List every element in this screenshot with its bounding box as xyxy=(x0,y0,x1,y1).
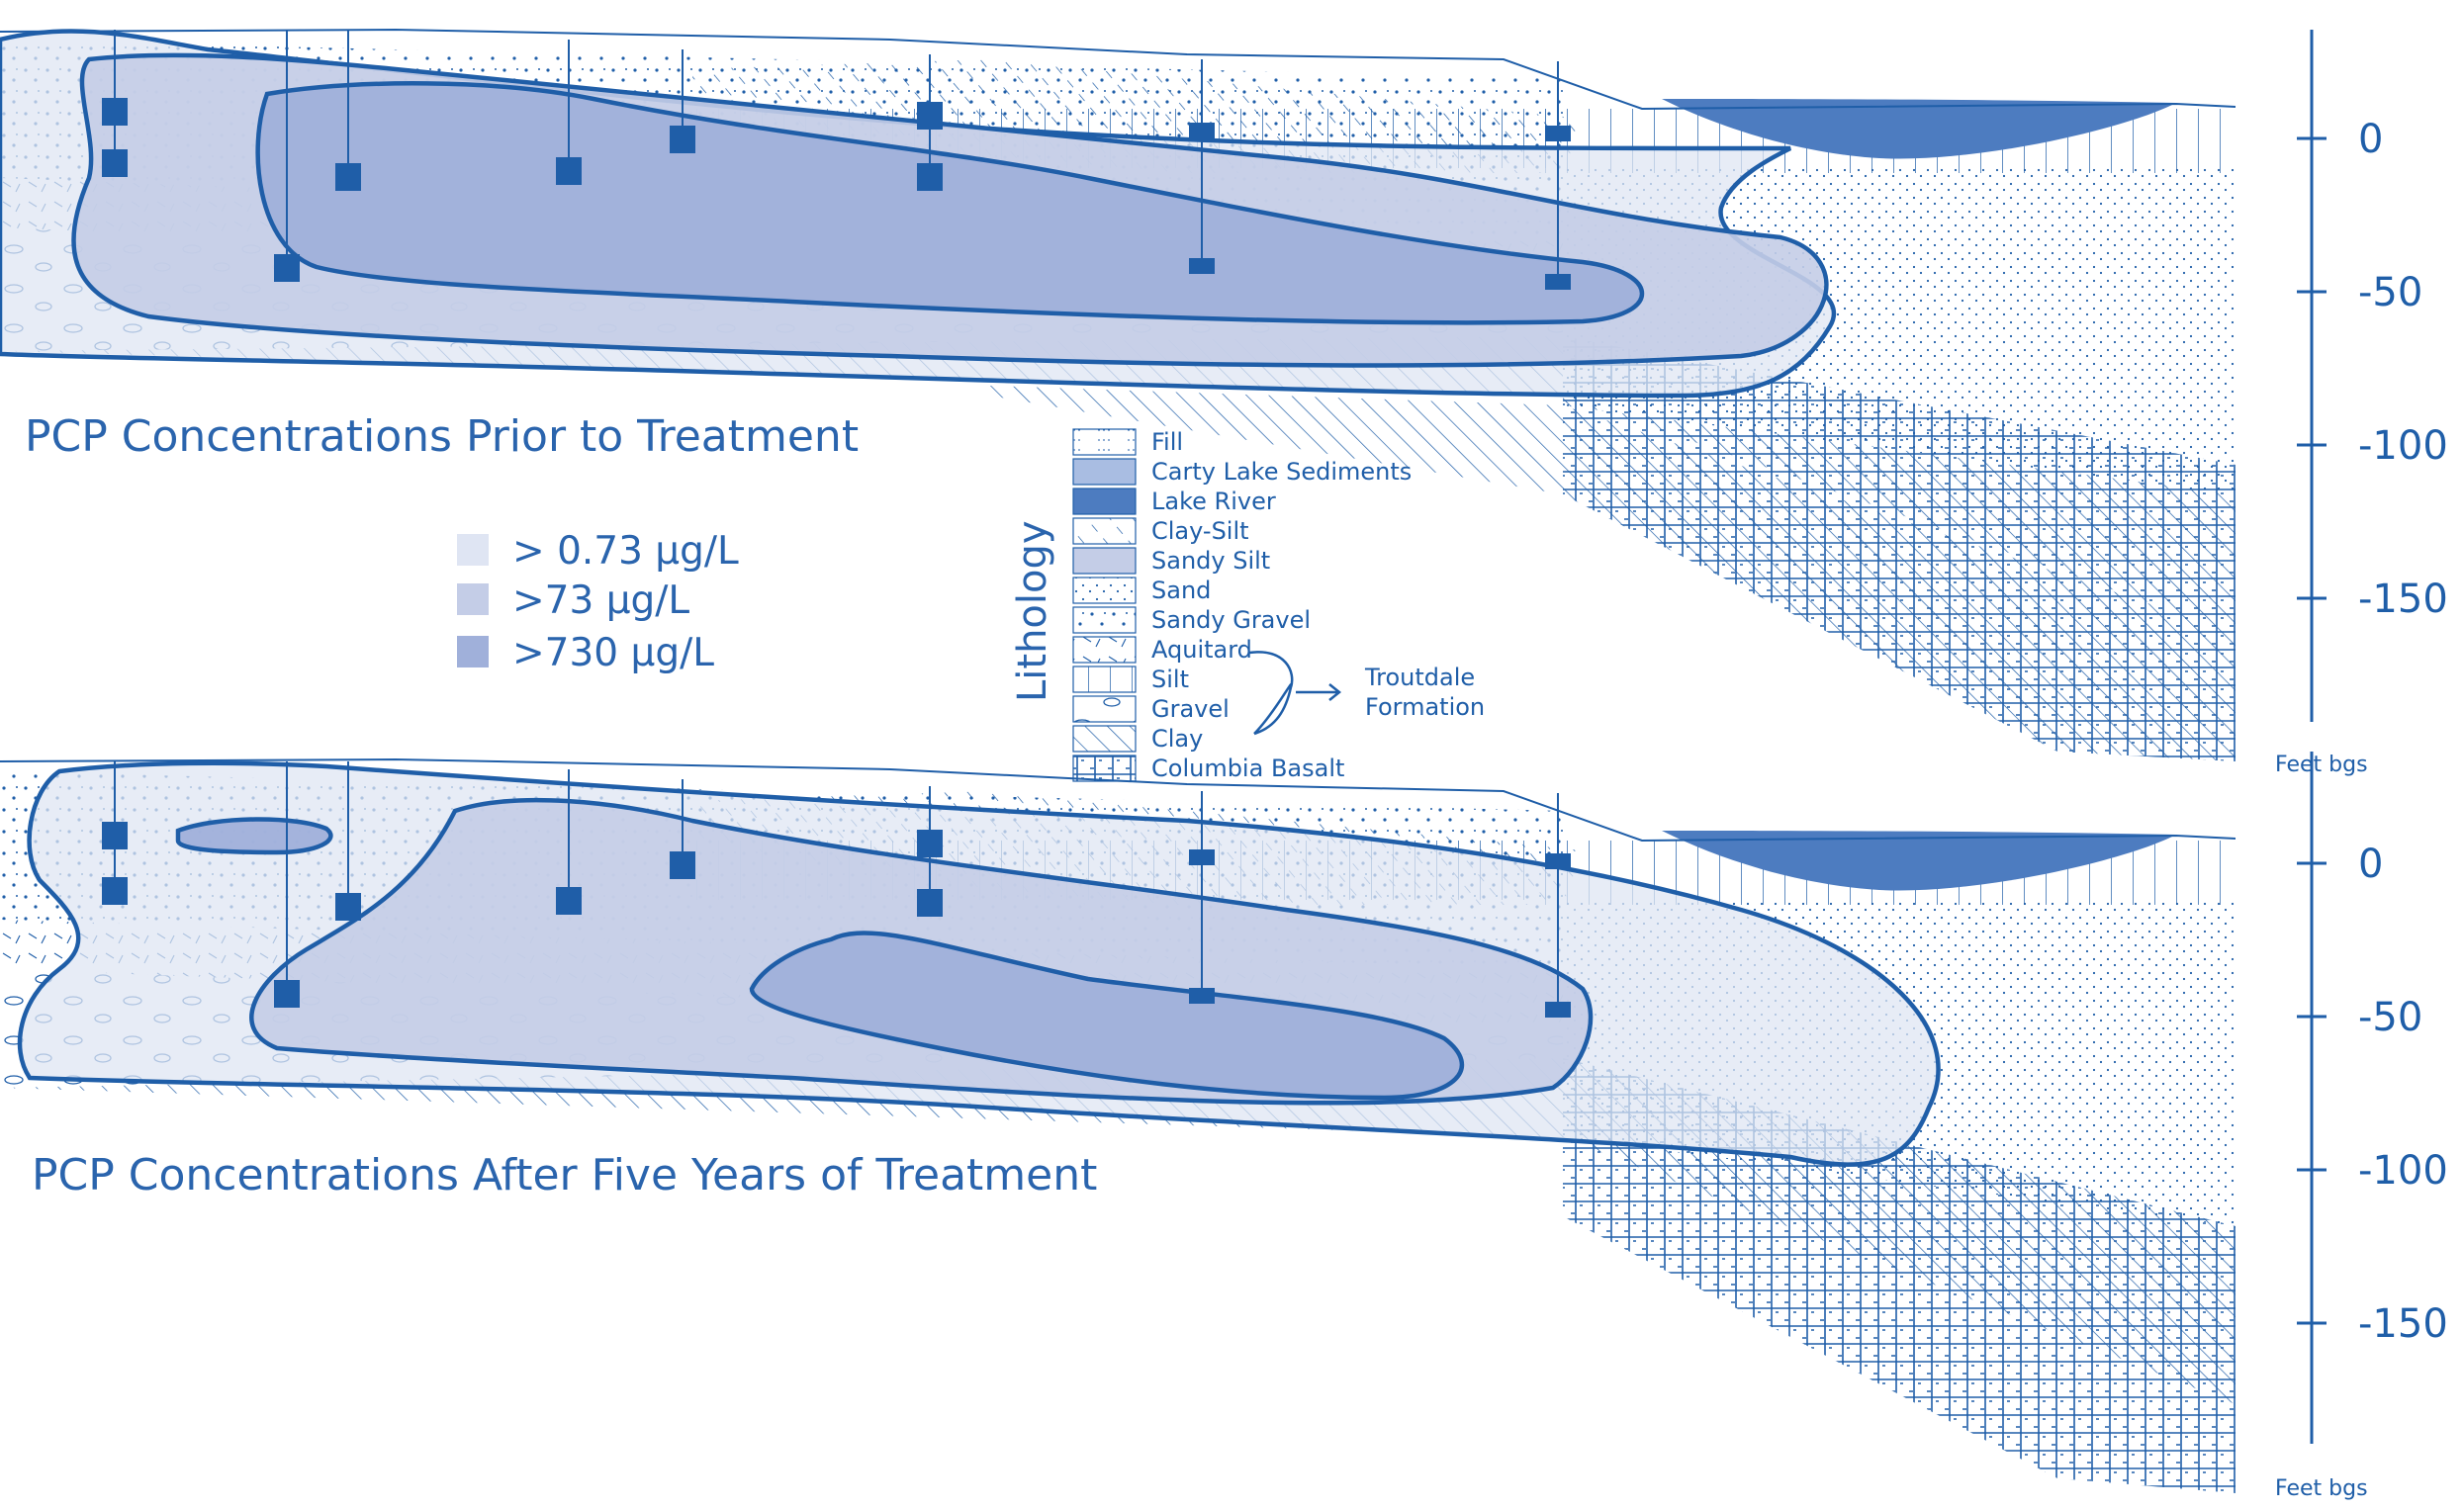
legend-swatch-0.73 xyxy=(457,534,489,566)
troutdale-label-line1: Troutdale xyxy=(1364,664,1475,691)
swatch-gravel xyxy=(1072,695,1137,723)
section-prior-to-treatment xyxy=(0,28,2236,761)
ground-surface xyxy=(0,28,2236,111)
axis-bottom-tick-100: -100 xyxy=(2358,1148,2448,1194)
plume-island-730-bottom xyxy=(175,817,333,855)
axis-top-tick-50: -50 xyxy=(2358,270,2422,315)
axis-top-tick-150: -150 xyxy=(2358,577,2448,622)
troutdale-brace xyxy=(1248,651,1294,736)
depth-axis-top xyxy=(2297,30,2327,722)
lith-label-lake-river: Lake River xyxy=(1151,488,1276,515)
axis-bottom-tick-50: -50 xyxy=(2358,995,2422,1040)
troutdale-arrow-icon xyxy=(1296,683,1342,701)
monitoring-wells-bottom xyxy=(102,761,1571,1018)
panel-title-prior: PCP Concentrations Prior to Treatment xyxy=(25,411,859,462)
lith-label-sandy-gravel: Sandy Gravel xyxy=(1151,606,1311,634)
lithology-swatches xyxy=(1072,428,1137,782)
swatch-silt xyxy=(1072,666,1137,693)
legend-label-0.73: > 0.73 µg/L xyxy=(512,529,739,574)
lith-label-sand: Sand xyxy=(1151,577,1211,604)
axis-bottom-tick-150: -150 xyxy=(2358,1301,2448,1347)
panel-title-after: PCP Concentrations After Five Years of T… xyxy=(32,1150,1097,1200)
lith-label-clay-silt: Clay-Silt xyxy=(1151,517,1249,545)
plume-above-730-bottom xyxy=(749,931,1465,1101)
legend-swatch-730 xyxy=(457,636,489,667)
lith-label-aquitard: Aquitard xyxy=(1151,636,1252,664)
legend-swatch-73 xyxy=(457,583,489,615)
lith-label-clay: Clay xyxy=(1151,725,1203,753)
swatch-aquitard xyxy=(1072,636,1137,664)
swatch-clay-silt xyxy=(1072,517,1137,545)
plume-above-730 xyxy=(255,81,1644,325)
concentration-legend: > 0.73 µg/L >73 µg/L >730 µg/L xyxy=(457,529,739,675)
swatch-sand xyxy=(1072,577,1137,604)
lake-river-bottom xyxy=(1662,831,2176,891)
ground-surface-bottom xyxy=(0,757,2236,843)
lith-label-fill: Fill xyxy=(1151,428,1183,456)
depth-axis-bottom xyxy=(2297,752,2327,1444)
lithology-legend: Lithology Fill Carty Lake Sediments Lake… xyxy=(1010,428,1485,782)
lake-river xyxy=(1662,99,2176,159)
lithology-title: Lithology xyxy=(1010,520,1055,702)
lith-label-gravel: Gravel xyxy=(1151,695,1230,723)
axis-top-tick-100: -100 xyxy=(2358,423,2448,469)
axis-top-tick-0: 0 xyxy=(2358,117,2383,162)
lith-label-silt: Silt xyxy=(1151,666,1189,693)
swatch-sandy-gravel xyxy=(1072,606,1137,634)
axis-bottom-tick-0: 0 xyxy=(2358,842,2383,887)
swatch-sandy-silt xyxy=(1072,547,1137,575)
lith-label-sandy-silt: Sandy Silt xyxy=(1151,547,1270,575)
lith-label-columbia-basalt: Columbia Basalt xyxy=(1151,755,1344,782)
troutdale-label-line2: Formation xyxy=(1365,693,1485,721)
legend-label-730: >730 µg/L xyxy=(512,631,714,675)
monitoring-wells-top xyxy=(102,30,1571,290)
axis-bottom-unit: Feet bgs xyxy=(2275,1476,2368,1501)
swatch-carty-lake xyxy=(1072,458,1137,486)
lith-label-carty-lake: Carty Lake Sediments xyxy=(1151,458,1412,486)
swatch-fill xyxy=(1072,428,1137,456)
swatch-lake-river xyxy=(1072,488,1137,515)
swatch-columbia-basalt xyxy=(1072,755,1137,782)
clay-lower-wedge xyxy=(989,386,2236,761)
section-after-five-years xyxy=(0,757,2236,1493)
axis-top-unit: Feet bgs xyxy=(2275,753,2368,777)
swatch-clay xyxy=(1072,725,1137,753)
legend-label-73: >73 µg/L xyxy=(512,578,689,623)
